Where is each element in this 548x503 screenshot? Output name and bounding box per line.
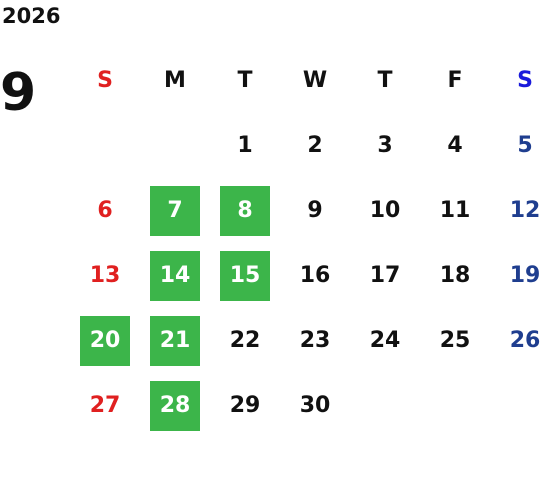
day-number: 16	[299, 263, 331, 288]
day-number: 4	[447, 133, 463, 158]
day-cell-2[interactable]: 2	[280, 113, 350, 178]
weekday-header-sat: S	[517, 68, 533, 93]
day-cell-8[interactable]: 8	[210, 178, 280, 243]
day-number: 13	[89, 263, 121, 288]
day-cell-23[interactable]: 23	[280, 308, 350, 373]
day-cell-5[interactable]: 5	[490, 113, 548, 178]
day-cell-21[interactable]: 21	[140, 308, 210, 373]
day-cell-9[interactable]: 9	[280, 178, 350, 243]
month-label: 9	[0, 63, 37, 123]
day-cell-15[interactable]: 15	[210, 243, 280, 308]
weekday-header-mon: M	[164, 68, 186, 93]
day-number: 22	[229, 328, 261, 353]
day-number: 15	[220, 250, 270, 301]
day-number: 11	[439, 198, 471, 223]
day-number: 19	[509, 263, 541, 288]
day-cell-12[interactable]: 12	[490, 178, 548, 243]
day-number: 2	[307, 133, 323, 158]
day-cell-18[interactable]: 18	[420, 243, 490, 308]
empty-day-cell	[70, 113, 140, 178]
day-cell-6[interactable]: 6	[70, 178, 140, 243]
day-number: 20	[80, 315, 130, 366]
day-number: 12	[509, 198, 541, 223]
day-cell-3[interactable]: 3	[350, 113, 420, 178]
weekday-header-fri: F	[447, 68, 463, 93]
day-cell-10[interactable]: 10	[350, 178, 420, 243]
day-cell-7[interactable]: 7	[140, 178, 210, 243]
day-number: 23	[299, 328, 331, 353]
day-number: 3	[377, 133, 393, 158]
day-number: 10	[369, 198, 401, 223]
day-cell-11[interactable]: 11	[420, 178, 490, 243]
day-number: 1	[237, 133, 253, 158]
day-number: 8	[220, 185, 270, 236]
day-number: 18	[439, 263, 471, 288]
day-number: 21	[150, 315, 200, 366]
day-number: 28	[150, 380, 200, 431]
empty-day-cell	[140, 113, 210, 178]
day-cell-4[interactable]: 4	[420, 113, 490, 178]
day-cell-28[interactable]: 28	[140, 373, 210, 438]
weekday-header-tue: T	[237, 68, 253, 93]
day-number: 9	[307, 198, 323, 223]
day-cell-24[interactable]: 24	[350, 308, 420, 373]
day-number: 27	[89, 393, 121, 418]
day-cell-27[interactable]: 27	[70, 373, 140, 438]
day-number: 24	[369, 328, 401, 353]
weekday-header-wed: W	[302, 68, 328, 93]
day-cell-14[interactable]: 14	[140, 243, 210, 308]
day-cell-1[interactable]: 1	[210, 113, 280, 178]
day-number: 7	[150, 185, 200, 236]
day-number: 30	[299, 393, 331, 418]
day-number: 5	[517, 133, 533, 158]
day-cell-22[interactable]: 22	[210, 308, 280, 373]
day-cell-16[interactable]: 16	[280, 243, 350, 308]
day-number: 26	[509, 328, 541, 353]
day-number: 14	[150, 250, 200, 301]
weekday-header-thu: T	[377, 68, 393, 93]
day-cell-20[interactable]: 20	[70, 308, 140, 373]
day-cell-29[interactable]: 29	[210, 373, 280, 438]
day-cell-25[interactable]: 25	[420, 308, 490, 373]
day-cell-13[interactable]: 13	[70, 243, 140, 308]
day-cell-19[interactable]: 19	[490, 243, 548, 308]
day-cell-26[interactable]: 26	[490, 308, 548, 373]
day-number: 29	[229, 393, 261, 418]
day-cell-17[interactable]: 17	[350, 243, 420, 308]
day-cell-30[interactable]: 30	[280, 373, 350, 438]
weekday-header-sun: S	[97, 68, 113, 93]
day-number: 25	[439, 328, 471, 353]
day-number: 6	[97, 198, 113, 223]
day-number: 17	[369, 263, 401, 288]
year-label: 2026	[2, 4, 61, 28]
